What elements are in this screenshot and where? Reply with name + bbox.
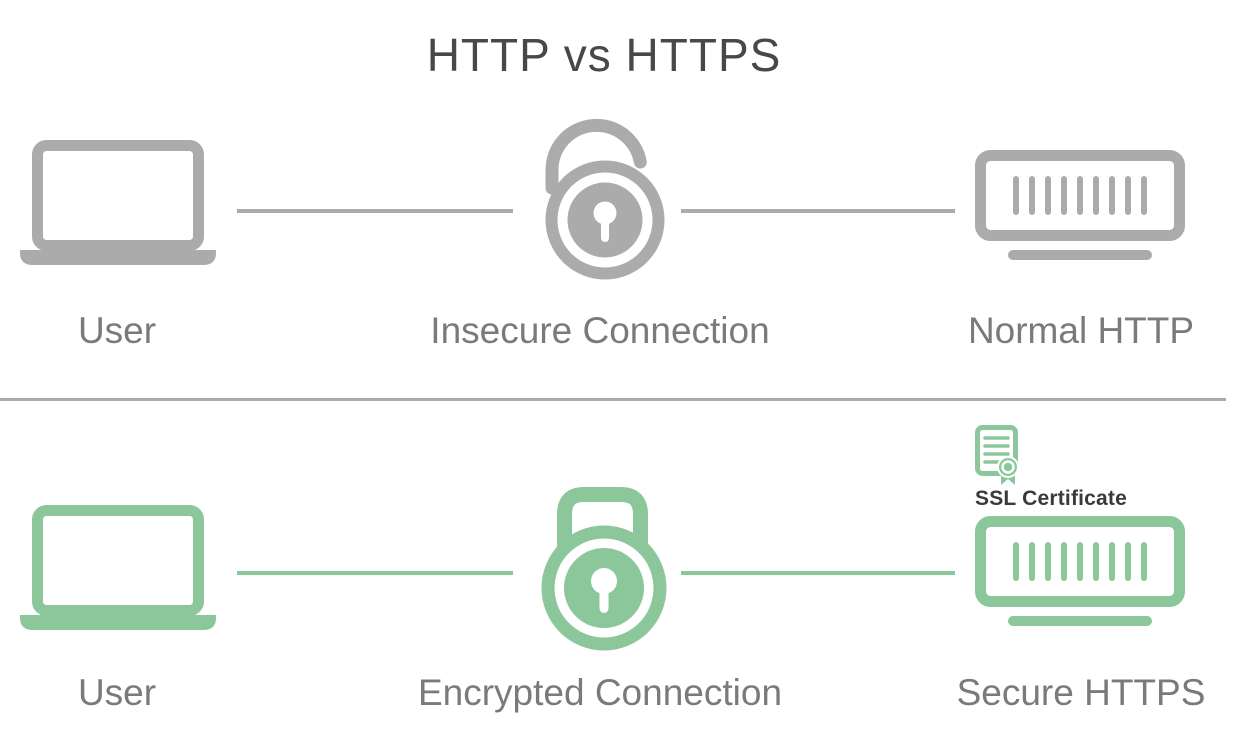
section-divider — [0, 398, 1226, 401]
ssl-certificate-label: SSL Certificate — [975, 487, 1127, 510]
closed-padlock-icon — [541, 487, 667, 651]
http-connection-label: Insecure Connection — [430, 310, 770, 351]
server-icon — [975, 516, 1185, 626]
connection-line — [237, 571, 513, 575]
http-user-label: User — [77, 310, 157, 351]
http-server-label: Normal HTTP — [967, 310, 1195, 351]
laptop-icon — [20, 140, 216, 265]
https-connection-label: Encrypted Connection — [417, 672, 783, 713]
https-server-label: Secure HTTPS — [956, 672, 1206, 713]
open-padlock-icon — [545, 118, 665, 280]
laptop-icon — [20, 505, 216, 630]
ssl-certificate-icon — [975, 425, 1019, 485]
https-user-label: User — [77, 672, 157, 713]
connection-line — [681, 571, 955, 575]
connection-line — [681, 209, 955, 213]
page-title: HTTP vs HTTPS — [426, 29, 782, 81]
connection-line — [237, 209, 513, 213]
server-icon — [975, 150, 1185, 260]
